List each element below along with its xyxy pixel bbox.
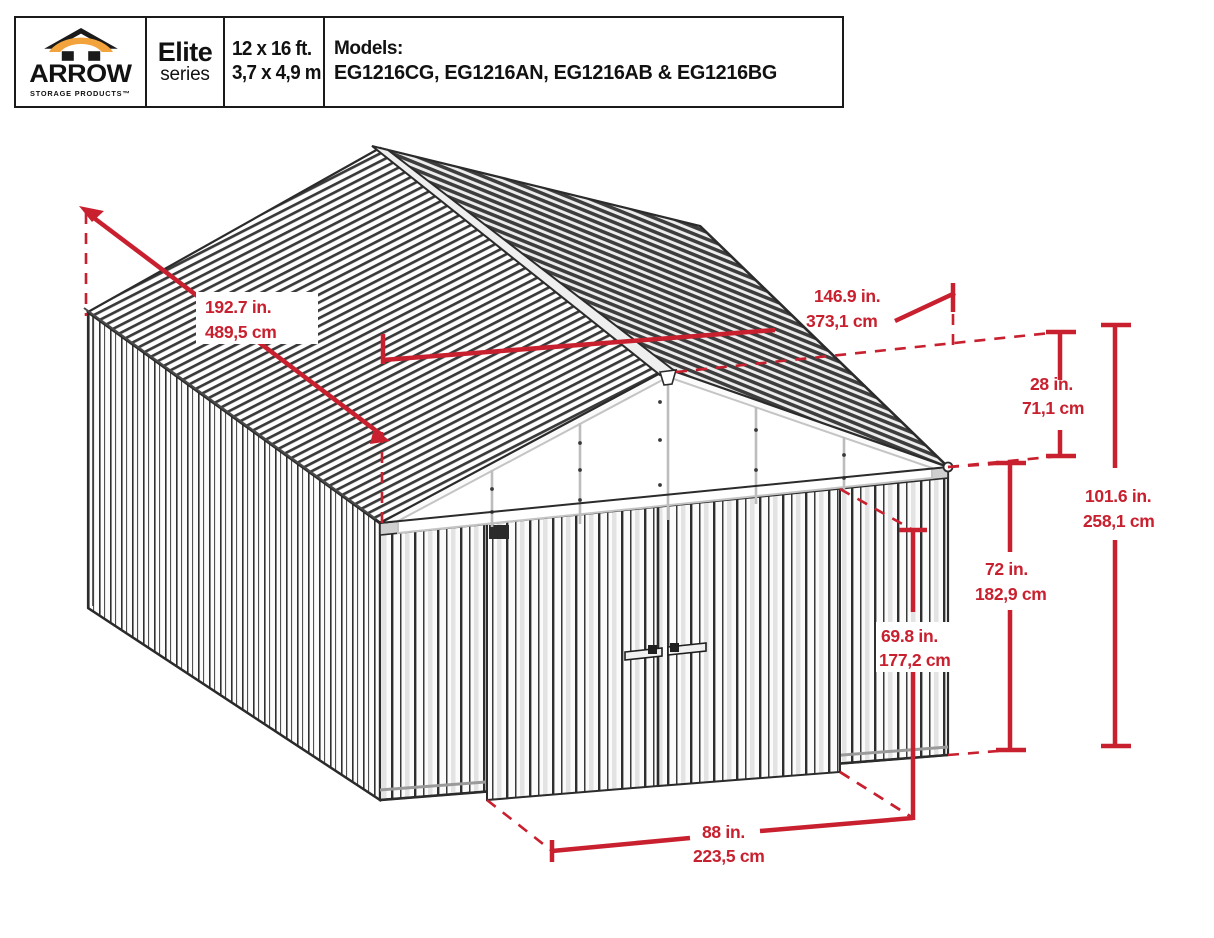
dim-door-width-metric: 223,5 cm [693, 846, 765, 866]
size-metric: 3,7 x 4,9 m [232, 62, 321, 84]
door-right-panel[interactable] [657, 475, 841, 788]
arrow-barn-logo-icon [43, 27, 118, 61]
gable-panel-dividers [490, 377, 846, 527]
size-imperial: 12 x 16 ft. [232, 38, 312, 61]
dim-overall-height-metric: 258,1 cm [1083, 511, 1155, 531]
series-cell: Elite series [147, 18, 225, 106]
brand-logo-cell: ARROW STORAGE PRODUCTS™ [16, 18, 147, 106]
series-name: Elite [157, 36, 213, 67]
models-cell: Models: EG1216CG, EG1216AN, EG1216AB & E… [325, 18, 842, 106]
dim-roof-depth [380, 283, 956, 364]
dim-wall-height [947, 460, 1026, 757]
dim-roof-length-metric: 489,5 cm [205, 322, 277, 342]
dim-peak-rise-metric: 71,1 cm [1022, 398, 1084, 418]
shed-body [83, 145, 954, 803]
series-label: series [160, 64, 210, 86]
dim-overall-height [1101, 322, 1131, 749]
dim-door-width [486, 770, 914, 862]
dim-door-width-imperial: 88 in. [702, 822, 745, 842]
dimension-labels: 192.7 in. 489,5 cm 146.9 in. 373,1 cm 28… [196, 286, 1155, 866]
brand-wordmark: ARROW [29, 59, 132, 88]
double-doors[interactable] [486, 475, 841, 802]
dim-peak-rise [675, 329, 1076, 469]
dim-wall-height-imperial: 72 in. [985, 559, 1028, 579]
dim-roof-depth-imperial: 146.9 in. [814, 286, 880, 306]
dim-roof-length-imperial: 192.7 in. [205, 297, 271, 317]
models-list: EG1216CG, EG1216AN, EG1216AB & EG1216BG [334, 61, 777, 84]
models-label: Models: [334, 38, 403, 60]
dim-roof-depth-metric: 373,1 cm [806, 311, 878, 331]
title-block: ARROW STORAGE PRODUCTS™ Elite series 12 … [14, 16, 844, 108]
dim-door-height-imperial: 69.8 in. [881, 626, 938, 646]
door-handles[interactable] [624, 642, 707, 661]
dimension-lines [79, 206, 1131, 862]
dim-door-height-metric: 177,2 cm [879, 650, 951, 670]
dim-wall-height-metric: 182,9 cm [975, 584, 1047, 604]
dim-peak-rise-imperial: 28 in. [1030, 374, 1073, 394]
size-cell: 12 x 16 ft. 3,7 x 4,9 m [225, 18, 325, 106]
dim-overall-height-imperial: 101.6 in. [1085, 486, 1151, 506]
brand-tagline: STORAGE PRODUCTS™ [30, 88, 131, 98]
door-left-panel[interactable] [486, 493, 659, 802]
